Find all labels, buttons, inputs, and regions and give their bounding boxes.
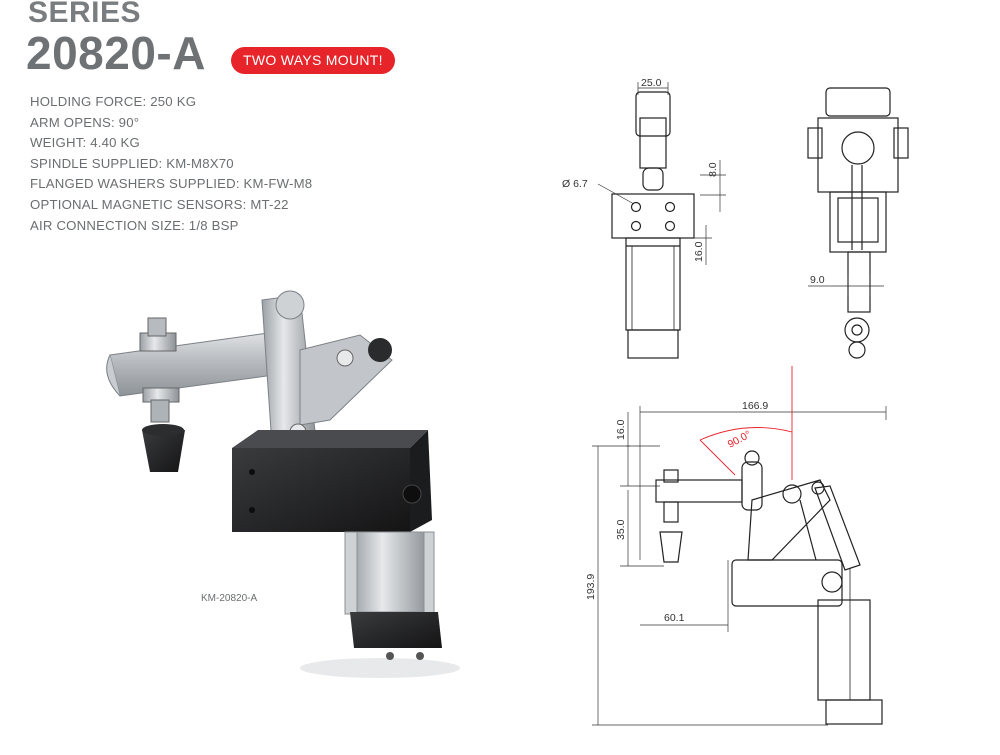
spec-washers: FLANGED WASHERS SUPPLIED: KM-FW-M8 <box>30 176 313 192</box>
spec-weight: WEIGHT: 4.40 KG <box>30 135 140 151</box>
spec-spindle: SPINDLE SUPPLIED: KM-M8X70 <box>30 155 234 171</box>
front-view <box>611 91 695 359</box>
product-caption: KM-20820-A <box>201 593 258 604</box>
series-label: SERIES <box>28 0 142 29</box>
spec-arm-opens: ARM OPENS: 90° <box>30 114 140 130</box>
spec-holding-force: HOLDING FORCE: 250 KG <box>30 94 197 109</box>
dim-side-width: 9.0 <box>810 274 825 286</box>
dim-overall-length: 166.9 <box>742 400 768 412</box>
dim-spindle-offset: 35.0 <box>615 519 627 540</box>
dim-front-height: 16.0 <box>693 241 705 262</box>
dim-front-top: 8.0 <box>707 162 719 177</box>
dim-base-offset: 60.1 <box>664 612 685 624</box>
spec-air-connection: AIR CONNECTION SIZE: 1/8 BSP <box>30 217 239 233</box>
dim-front-hole: Ø 6.7 <box>562 178 588 190</box>
elevation-view <box>655 450 883 725</box>
spec-sensors: OPTIONAL MAGNETIC SENSORS: MT-22 <box>30 196 289 212</box>
side-view <box>807 87 909 359</box>
mount-badge: TWO WAYS MOUNT! <box>231 47 395 74</box>
dim-overall-height: 193.9 <box>585 574 597 600</box>
dim-front-width: 25.0 <box>641 77 662 89</box>
model-number: 20820-A <box>26 27 206 79</box>
dim-top-offset: 16.0 <box>615 419 627 440</box>
dim-arm-angle: 90.0° <box>726 428 753 450</box>
spec-list: HOLDING FORCE: 250 KG ARM OPENS: 90° WEI… <box>30 92 312 236</box>
